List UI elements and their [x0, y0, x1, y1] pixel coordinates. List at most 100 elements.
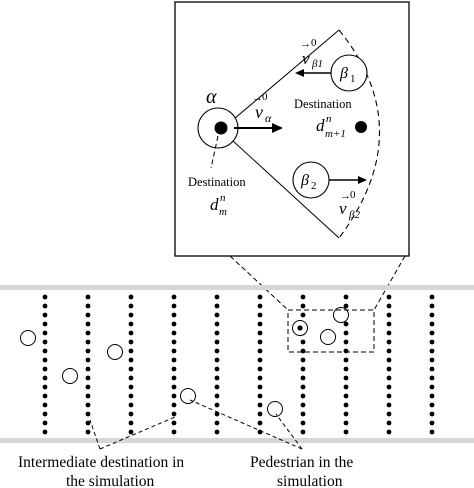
- intermediate-destination-dot: [300, 348, 306, 354]
- intermediate-destination-dot: [386, 294, 392, 300]
- intermediate-destination-dot: [171, 357, 177, 363]
- v-beta1-base: v: [302, 49, 310, 68]
- intermediate-destination-dot: [85, 294, 91, 300]
- v-alpha-sup: 0: [262, 91, 268, 103]
- intermediate-destination-dot: [128, 303, 134, 309]
- intermediate-destination-dot: [214, 393, 220, 399]
- intermediate-destination-dot: [300, 312, 306, 318]
- sector-arc: [338, 29, 381, 239]
- intermediate-destination-dot: [343, 402, 349, 408]
- intermediate-destination-dot: [42, 366, 48, 372]
- intermediate-destination-dot: [386, 393, 392, 399]
- v-beta1-arrowhead: [295, 69, 304, 77]
- intermediate-destination-dot: [386, 321, 392, 327]
- pedestrian-circle: [107, 344, 123, 360]
- intermediate-destination-dot: [386, 420, 392, 426]
- intermediate-destination-dot: [429, 330, 435, 336]
- intermediate-destination-dot: [171, 402, 177, 408]
- intermediate-destination-dot: [386, 384, 392, 390]
- intermediate-destination-dot: [128, 384, 134, 390]
- intermediate-destination-dot: [257, 303, 263, 309]
- v-beta1-overarrow: →: [300, 38, 311, 50]
- intermediate-destination-dot: [343, 366, 349, 372]
- intermediate-destination-dot: [214, 303, 220, 309]
- intermediate-destination-dot: [257, 384, 263, 390]
- intermediate-destination-dot: [214, 330, 220, 336]
- intermediate-destination-dot: [171, 420, 177, 426]
- v-beta1-sup: 0: [311, 37, 317, 49]
- intermediate-destination-dot: [171, 366, 177, 372]
- intermediate-destination-dot: [171, 294, 177, 300]
- intermediate-destination-dot: [343, 429, 349, 435]
- intermediate-destination-dot: [429, 339, 435, 345]
- intermediate-destination-dot: [128, 348, 134, 354]
- intermediate-destination-dot: [300, 420, 306, 426]
- intermediate-destination-dot: [300, 375, 306, 381]
- intermediate-destination-dot: [257, 357, 263, 363]
- v-alpha-sub: α: [265, 111, 272, 125]
- intermediate-destination-dot: [429, 375, 435, 381]
- intermediate-destination-dot: [128, 429, 134, 435]
- intermediate-destination-dot: [300, 393, 306, 399]
- intermediate-destination-dot: [171, 429, 177, 435]
- intermediate-destination-dot: [386, 375, 392, 381]
- caption-left-line1: Intermediate destination in: [18, 454, 184, 471]
- intermediate-destination-dot: [128, 420, 134, 426]
- zoom-line-left: [229, 255, 289, 311]
- pedestrian-alpha-dot: [214, 121, 228, 135]
- intermediate-destination-dot: [429, 366, 435, 372]
- intermediate-destination-dot: [42, 348, 48, 354]
- destination-dm1-dot: [355, 121, 367, 133]
- intermediate-destination-dot: [386, 303, 392, 309]
- alpha-label: α: [206, 86, 217, 108]
- intermediate-destination-dot: [171, 411, 177, 417]
- intermediate-destination-dot: [386, 339, 392, 345]
- intermediate-destination-dot: [42, 393, 48, 399]
- intermediate-destination-dot: [429, 321, 435, 327]
- leader-right-1: [189, 399, 303, 450]
- leader-left-2: [99, 416, 176, 450]
- intermediate-destination-dot: [257, 348, 263, 354]
- intermediate-destination-dot: [128, 393, 134, 399]
- intermediate-destination-dot: [214, 339, 220, 345]
- intermediate-destination-dot: [429, 429, 435, 435]
- intermediate-destination-dot: [214, 402, 220, 408]
- pedestrian-circle: [180, 388, 196, 404]
- intermediate-destination-dot: [42, 294, 48, 300]
- intermediate-destination-dot: [85, 402, 91, 408]
- intermediate-destination-dot: [214, 375, 220, 381]
- destination-label-left: Destination: [188, 175, 246, 189]
- intermediate-destination-dot: [343, 375, 349, 381]
- beta2-base: β: [300, 172, 309, 189]
- intermediate-destination-dot: [42, 411, 48, 417]
- intermediate-destination-dot: [214, 420, 220, 426]
- pedestrian-circle: [320, 329, 336, 345]
- v-beta2-base: v: [339, 199, 347, 218]
- intermediate-destination-dot: [214, 429, 220, 435]
- intermediate-destination-dot: [343, 384, 349, 390]
- intermediate-destination-dot: [42, 330, 48, 336]
- intermediate-destination-dot: [300, 357, 306, 363]
- intermediate-destination-dot: [343, 411, 349, 417]
- intermediate-destination-dot: [429, 357, 435, 363]
- intermediate-destination-dot: [429, 411, 435, 417]
- pedestrian-circle: [267, 401, 283, 417]
- intermediate-destination-dot: [128, 411, 134, 417]
- sector-edge-lower: [220, 129, 340, 239]
- intermediate-destination-dot: [386, 429, 392, 435]
- intermediate-destination-dot: [42, 429, 48, 435]
- beta1-base: β: [339, 65, 348, 82]
- zoom-region-box: [287, 309, 375, 353]
- intermediate-destination-dot: [42, 420, 48, 426]
- intermediate-destination-dot: [128, 357, 134, 363]
- sector-edge-upper: [220, 29, 340, 131]
- intermediate-destination-dot: [85, 339, 91, 345]
- intermediate-destination-dot: [257, 411, 263, 417]
- intermediate-destination-dot: [429, 294, 435, 300]
- intermediate-destination-dot: [42, 312, 48, 318]
- d-m-sup: n: [220, 192, 226, 204]
- pedestrian-beta1-circle: [330, 54, 368, 92]
- inset-panel: α → 0 v α β 1 → 0 v β1 Destination d n m…: [174, 1, 410, 257]
- intermediate-destination-dot: [386, 357, 392, 363]
